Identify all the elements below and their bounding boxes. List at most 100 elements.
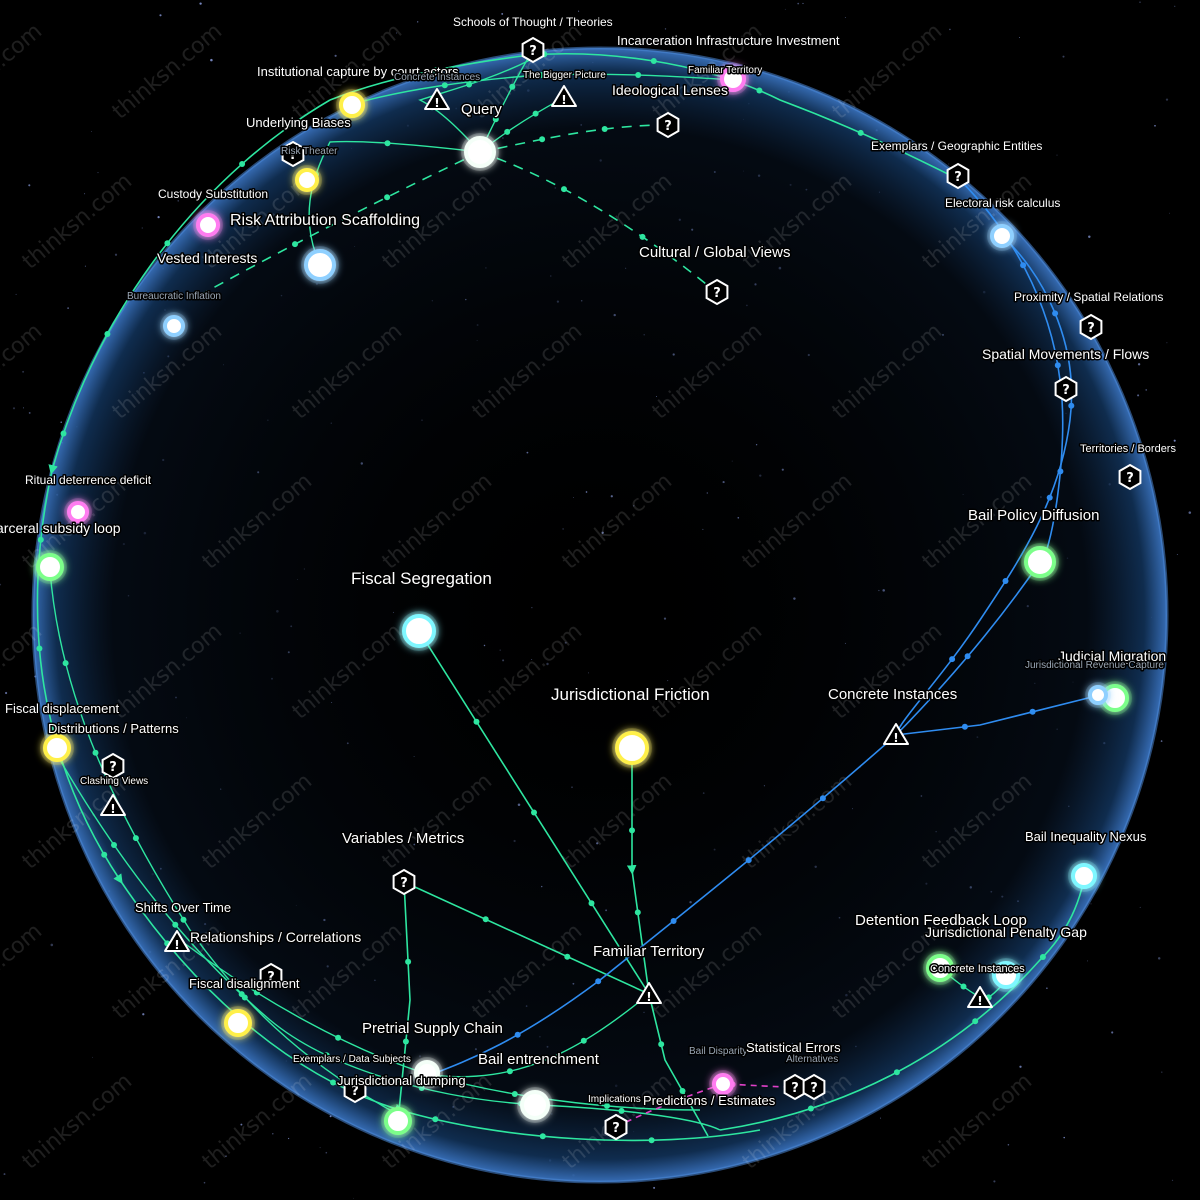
node-magenta[interactable] xyxy=(709,1070,737,1098)
star xyxy=(352,1197,354,1199)
edge-arrow xyxy=(964,653,971,660)
node-label: Concrete Instances xyxy=(394,72,480,83)
node-white[interactable] xyxy=(517,1087,553,1123)
node-cyan[interactable] xyxy=(1068,860,1100,892)
edge-arrow xyxy=(679,1088,686,1094)
node-label: Schools of Thought / Theories xyxy=(453,15,613,29)
question-icon[interactable]: ? xyxy=(604,1113,628,1141)
warning-icon[interactable]: ! xyxy=(551,85,577,107)
node-label: Fiscal displacement xyxy=(5,701,120,716)
question-icon[interactable]: ? xyxy=(1079,313,1103,341)
star xyxy=(50,943,54,947)
edge-arrow xyxy=(561,186,567,193)
node-yellow[interactable] xyxy=(221,1006,255,1040)
edge xyxy=(403,881,650,995)
node-blue[interactable] xyxy=(160,312,188,340)
svg-text:!: ! xyxy=(646,990,651,1004)
node-magenta[interactable] xyxy=(193,210,223,240)
watermark-text: thinksn.com xyxy=(918,1069,1037,1175)
edge-arrow xyxy=(648,1137,655,1144)
node-white[interactable] xyxy=(411,1057,443,1089)
node-green[interactable] xyxy=(1021,543,1059,581)
question-icon[interactable]: ? xyxy=(705,278,729,306)
edge-arrow xyxy=(972,1018,979,1025)
star xyxy=(1137,363,1141,366)
star xyxy=(1160,740,1163,742)
question-icon[interactable]: ? xyxy=(521,36,545,64)
node-label: Implications xyxy=(588,1094,641,1105)
node-label: Exemplars / Data Subjects xyxy=(293,1054,411,1065)
question-icon[interactable]: ? xyxy=(281,140,305,168)
star xyxy=(1139,906,1141,908)
node-cyan[interactable] xyxy=(399,611,439,651)
question-icon[interactable]: ? xyxy=(783,1073,807,1101)
node-white[interactable] xyxy=(461,133,499,171)
edge-arrow xyxy=(441,82,448,89)
star xyxy=(159,14,162,17)
question-icon[interactable]: ? xyxy=(656,111,680,139)
node-green[interactable] xyxy=(33,550,67,584)
edge-arrow xyxy=(658,1041,665,1048)
node-blue[interactable] xyxy=(1085,682,1111,708)
star xyxy=(1176,553,1178,555)
node-blue[interactable] xyxy=(987,221,1017,251)
edge xyxy=(308,140,481,266)
node-magenta[interactable] xyxy=(64,498,92,526)
star xyxy=(84,265,86,267)
edge-arrow xyxy=(604,1102,610,1109)
edge-arrow xyxy=(893,1069,900,1076)
star xyxy=(1088,235,1091,238)
svg-text:?: ? xyxy=(1062,383,1070,398)
svg-text:?: ? xyxy=(400,876,408,891)
question-icon[interactable]: ? xyxy=(259,962,283,990)
node-yellow[interactable] xyxy=(40,731,74,765)
star xyxy=(157,215,160,219)
node-green[interactable] xyxy=(381,1104,415,1138)
node-label: Detention Feedback Loop xyxy=(855,912,1027,929)
question-icon[interactable]: ? xyxy=(802,1073,826,1101)
question-icon[interactable]: ? xyxy=(1054,375,1078,403)
edge-arrow xyxy=(402,1038,409,1045)
node-green[interactable] xyxy=(923,951,957,985)
edge-arrow xyxy=(1046,494,1053,501)
warning-icon[interactable]: ! xyxy=(424,88,450,110)
warning-icon[interactable]: ! xyxy=(883,723,909,745)
question-icon[interactable]: ? xyxy=(1118,463,1142,491)
node-yellow[interactable] xyxy=(292,165,322,195)
question-icon[interactable]: ? xyxy=(101,752,125,780)
warning-icon[interactable]: ! xyxy=(967,986,993,1008)
watermark-text: thinksn.com xyxy=(198,1069,317,1175)
node-yellow[interactable] xyxy=(612,728,652,768)
edge-arrow xyxy=(580,1037,587,1044)
node-magenta[interactable] xyxy=(717,63,749,95)
edge-arrow xyxy=(650,58,657,64)
warning-icon[interactable]: ! xyxy=(100,794,126,816)
edge-arrow xyxy=(807,1105,814,1112)
svg-text:?: ? xyxy=(529,44,537,59)
node-yellow[interactable] xyxy=(336,89,368,121)
node-label: Institutional capture by court actors xyxy=(257,64,459,79)
star xyxy=(1174,5,1176,7)
question-icon[interactable]: ? xyxy=(343,1076,367,1104)
edge-arrow xyxy=(384,194,391,201)
node-label: Jurisdictional Friction xyxy=(551,685,710,704)
edge-arrow xyxy=(564,953,571,960)
star xyxy=(92,1056,94,1058)
svg-text:?: ? xyxy=(810,1081,818,1096)
edge xyxy=(418,59,531,153)
star xyxy=(334,54,337,57)
svg-text:?: ? xyxy=(351,1084,359,1099)
question-icon[interactable]: ? xyxy=(392,868,416,896)
edge-arrow xyxy=(62,660,69,667)
node-blue[interactable] xyxy=(301,246,339,284)
edge xyxy=(429,734,897,1076)
warning-icon[interactable]: ! xyxy=(164,930,190,952)
edge-arrow xyxy=(514,1031,521,1038)
svg-text:?: ? xyxy=(713,286,721,301)
star xyxy=(578,10,580,12)
warning-icon[interactable]: ! xyxy=(636,982,662,1004)
question-icon[interactable]: ? xyxy=(946,162,970,190)
star xyxy=(1145,389,1147,391)
node-cyan[interactable] xyxy=(989,958,1023,992)
edge-arrow xyxy=(405,958,412,965)
